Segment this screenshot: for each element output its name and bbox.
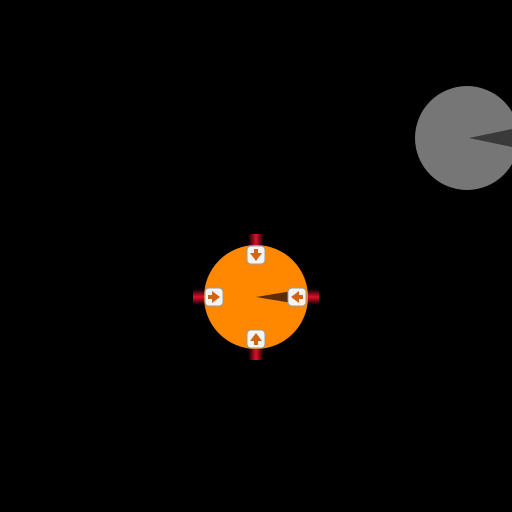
player-ship <box>193 234 319 360</box>
arrow-up-icon <box>250 333 262 341</box>
arrow-right-icon <box>212 291 220 303</box>
opponent-ship <box>415 86 512 190</box>
opponent-direction-pointer <box>469 129 512 147</box>
thruster-left <box>204 287 224 307</box>
thruster-top <box>246 245 266 265</box>
thruster-right <box>287 287 307 307</box>
arrow-down-icon <box>250 253 262 261</box>
arrow-left-icon <box>291 291 299 303</box>
thruster-bottom <box>246 329 266 349</box>
opponent-body <box>415 86 512 190</box>
